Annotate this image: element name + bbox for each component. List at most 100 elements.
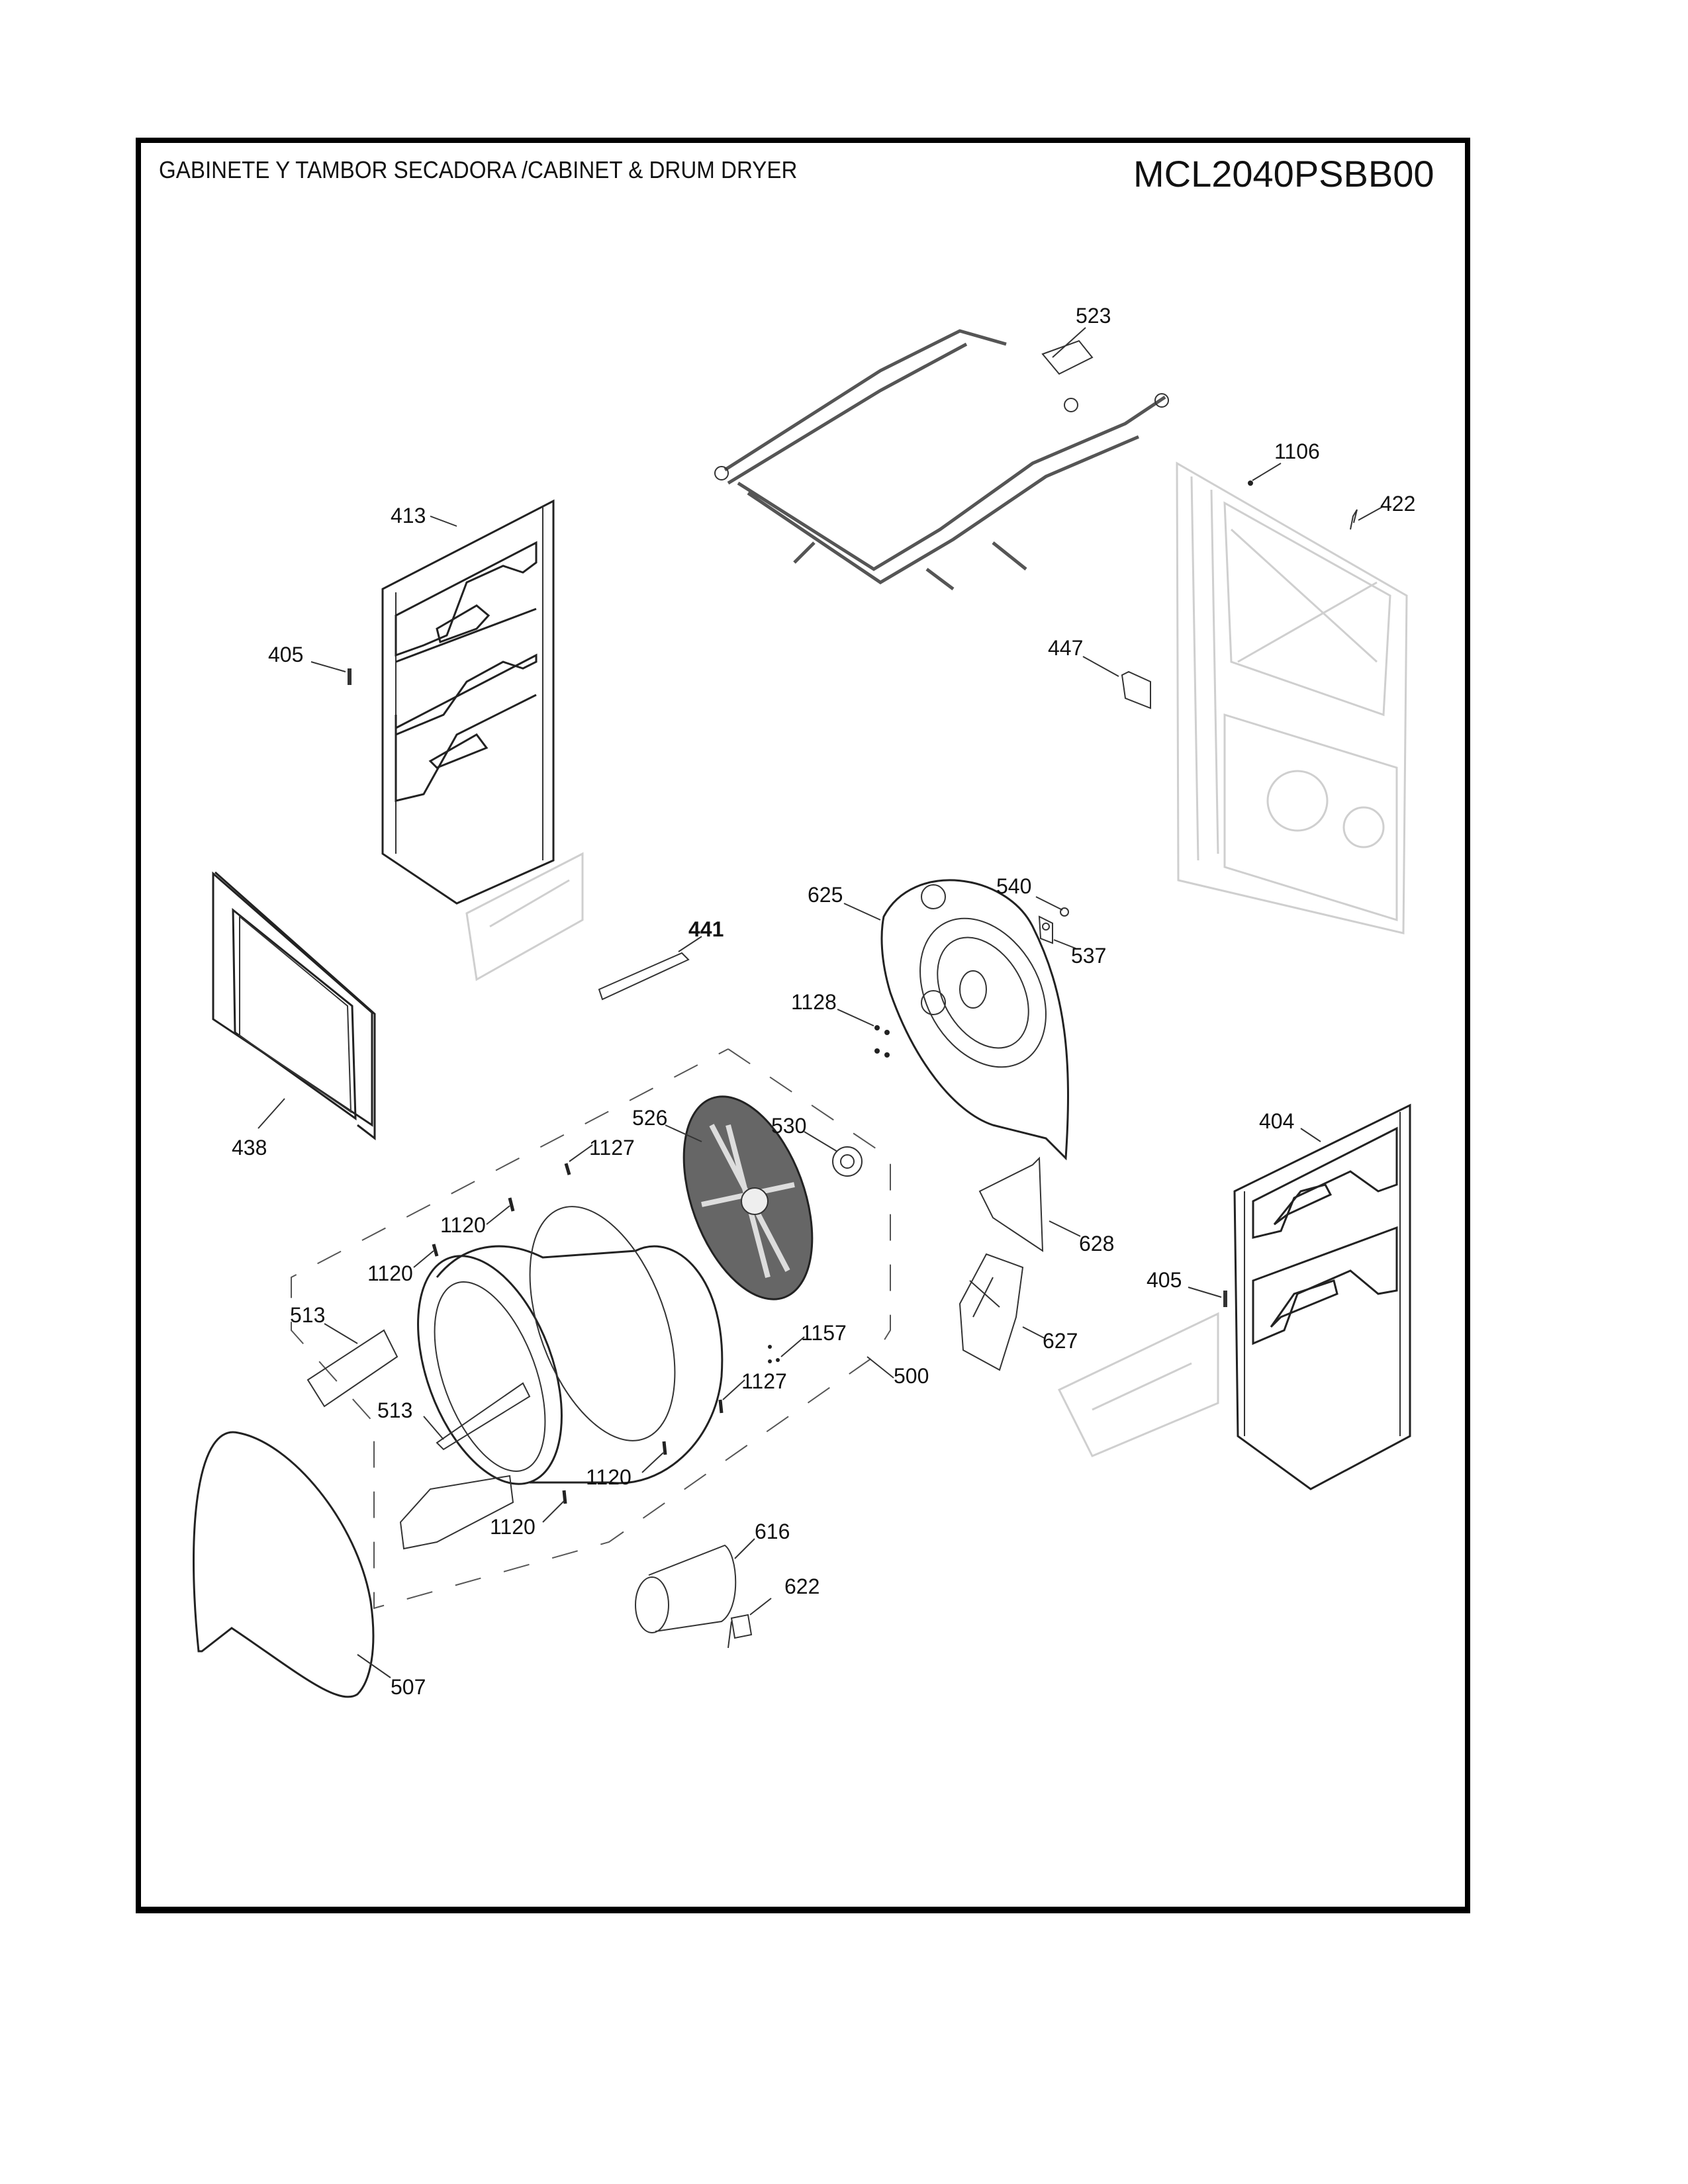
leader-622 bbox=[749, 1598, 772, 1615]
part-label-404: 404 bbox=[1259, 1109, 1294, 1133]
part-label-537: 537 bbox=[1071, 944, 1106, 968]
part-label-625: 625 bbox=[808, 883, 843, 907]
leader-405-left bbox=[310, 661, 346, 672]
front-panel-438 bbox=[212, 871, 376, 1141]
leader-513-a bbox=[324, 1323, 358, 1344]
leader-438 bbox=[258, 1098, 285, 1129]
leader-1157 bbox=[780, 1336, 805, 1357]
side-panel-404 bbox=[1233, 1103, 1411, 1490]
baffle-513-c bbox=[399, 1475, 514, 1550]
part-label-1128: 1128 bbox=[791, 990, 837, 1014]
part-label-616: 616 bbox=[755, 1520, 790, 1543]
part-label-540: 540 bbox=[996, 874, 1031, 898]
clip-405-left bbox=[348, 668, 352, 685]
part-label-1127-bottom: 1127 bbox=[741, 1369, 787, 1393]
side-panel-413 bbox=[381, 499, 555, 905]
screw-540 bbox=[1060, 907, 1069, 917]
part-label-530: 530 bbox=[771, 1114, 806, 1138]
part-label-622: 622 bbox=[784, 1574, 820, 1598]
leader-507 bbox=[357, 1654, 391, 1678]
leader-537 bbox=[1053, 939, 1076, 949]
part-label-513-b: 513 bbox=[377, 1398, 412, 1422]
shaft-530 bbox=[832, 1146, 863, 1177]
clip-405-right bbox=[1223, 1291, 1227, 1307]
part-label-1120-d: 1120 bbox=[490, 1515, 536, 1539]
baffle-513-a bbox=[306, 1329, 399, 1408]
leader-1120-b bbox=[413, 1250, 434, 1268]
part-label-441: 441 bbox=[688, 917, 724, 941]
part-label-1120-b: 1120 bbox=[367, 1261, 413, 1285]
part-label-438: 438 bbox=[232, 1136, 267, 1160]
part-label-1120-a: 1120 bbox=[440, 1213, 486, 1237]
part-label-523: 523 bbox=[1076, 304, 1111, 328]
thermostat-537 bbox=[1038, 915, 1053, 944]
leader-500 bbox=[867, 1356, 894, 1379]
leader-441 bbox=[678, 936, 702, 952]
diagram-title: GABINETE Y TAMBOR SECADORA /CABINET & DR… bbox=[159, 156, 798, 183]
leader-628 bbox=[1049, 1220, 1081, 1237]
motor-616 bbox=[635, 1544, 737, 1633]
part-label-413: 413 bbox=[391, 504, 426, 527]
part-label-1106: 1106 bbox=[1274, 439, 1320, 463]
part-label-513-a: 513 bbox=[290, 1303, 325, 1327]
screws-1127-bottom bbox=[718, 1399, 724, 1414]
leader-540 bbox=[1035, 896, 1063, 911]
model-number: MCL2040PSBB00 bbox=[1133, 153, 1434, 195]
screws-1127-top bbox=[564, 1163, 571, 1175]
leader-405-right bbox=[1188, 1287, 1222, 1298]
part-label-1127-top: 1127 bbox=[589, 1136, 635, 1160]
part-label-1157: 1157 bbox=[801, 1321, 847, 1345]
leader-1128 bbox=[837, 1009, 874, 1026]
part-label-628: 628 bbox=[1079, 1232, 1114, 1255]
part-label-447: 447 bbox=[1048, 636, 1083, 660]
blower-housing-625 bbox=[880, 879, 1069, 1161]
bracket-447 bbox=[1121, 670, 1151, 709]
capacitor-622 bbox=[727, 1614, 753, 1649]
screws-1120-d bbox=[562, 1490, 567, 1504]
part-label-405-right: 405 bbox=[1147, 1268, 1182, 1292]
screws-1120-c bbox=[662, 1441, 667, 1455]
diagram-frame bbox=[136, 138, 1470, 1913]
leader-530 bbox=[804, 1131, 838, 1152]
drum bbox=[417, 1206, 724, 1485]
bracket-628 bbox=[978, 1156, 1044, 1252]
leader-1127-top bbox=[569, 1144, 593, 1162]
part-label-422: 422 bbox=[1380, 492, 1415, 516]
screws-1120-a bbox=[508, 1197, 515, 1212]
screws-1157 bbox=[768, 1345, 780, 1363]
screw-1106 bbox=[1248, 480, 1253, 486]
bracket-ghost-left bbox=[465, 852, 584, 981]
housing-627 bbox=[959, 1253, 1024, 1371]
leader-1120-c bbox=[641, 1452, 664, 1473]
part-label-405-left: 405 bbox=[268, 643, 303, 666]
leader-447 bbox=[1082, 656, 1119, 677]
rear-panel-ghost bbox=[1176, 461, 1408, 934]
part-label-526: 526 bbox=[632, 1106, 667, 1130]
leader-513-b bbox=[423, 1416, 444, 1440]
leader-1106 bbox=[1252, 463, 1282, 481]
leader-1120-a bbox=[486, 1205, 510, 1225]
wire-harness-523 bbox=[714, 329, 1169, 590]
leader-616 bbox=[734, 1538, 755, 1559]
clip-422 bbox=[1350, 509, 1358, 530]
front-bulkhead-507 bbox=[193, 1431, 375, 1698]
leader-625 bbox=[843, 903, 881, 921]
leader-404 bbox=[1300, 1128, 1321, 1142]
screws-1128 bbox=[874, 1025, 890, 1058]
part-label-1120-c: 1120 bbox=[586, 1465, 632, 1489]
screws-1120-b bbox=[432, 1244, 439, 1257]
part-label-627: 627 bbox=[1043, 1329, 1078, 1353]
leader-1127-bottom bbox=[722, 1379, 745, 1400]
bracket-441 bbox=[598, 952, 690, 1001]
leader-627 bbox=[1022, 1326, 1045, 1339]
part-label-507: 507 bbox=[391, 1675, 426, 1699]
leader-523 bbox=[1052, 327, 1086, 358]
baffle-513-b bbox=[436, 1382, 531, 1451]
leader-422 bbox=[1358, 506, 1384, 521]
leader-413 bbox=[430, 516, 457, 527]
part-label-500: 500 bbox=[894, 1364, 929, 1388]
bracket-ghost-right bbox=[1057, 1312, 1219, 1457]
leader-1120-d bbox=[542, 1500, 565, 1523]
drum-back-filter-526 bbox=[682, 1095, 814, 1300]
